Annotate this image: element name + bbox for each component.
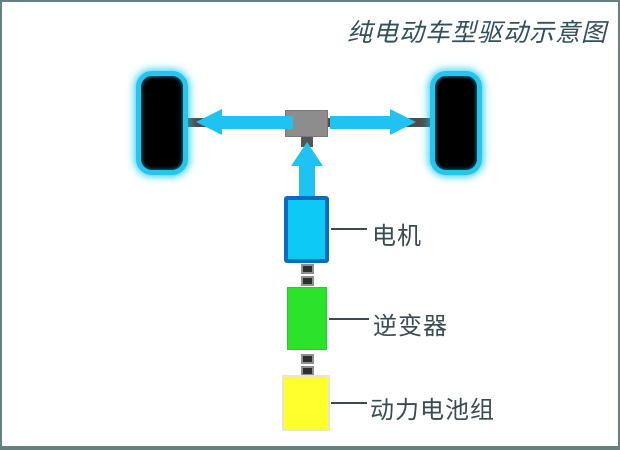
connector-block-icon [301,354,314,364]
diagram-title: 纯电动车型驱动示意图 [346,19,607,47]
drive-arrow-right-icon [390,109,416,135]
drive-arrow-up-shaft [299,165,315,198]
gearbox-stem [301,136,313,147]
motor-leader-line [331,228,367,230]
drive-arrow-right-shaft [330,116,392,129]
inverter-label: 逆变器 [373,313,448,340]
connector-block-icon [301,264,314,274]
wheel-icon-right [430,71,482,175]
inverter-leader-line [329,318,369,320]
wheel-icon-left [136,71,188,175]
drive-arrow-left-shaft [221,116,293,129]
connector-block-icon [301,276,314,286]
motor-label: 电机 [372,223,422,250]
battery-box [282,375,330,431]
battery-leader-line [331,402,367,404]
motor-box [284,196,329,263]
inverter-box [287,287,327,350]
drive-arrow-left-icon [196,109,222,135]
drive-arrow-up-icon [291,142,323,166]
battery-label: 动力电池组 [370,397,495,424]
